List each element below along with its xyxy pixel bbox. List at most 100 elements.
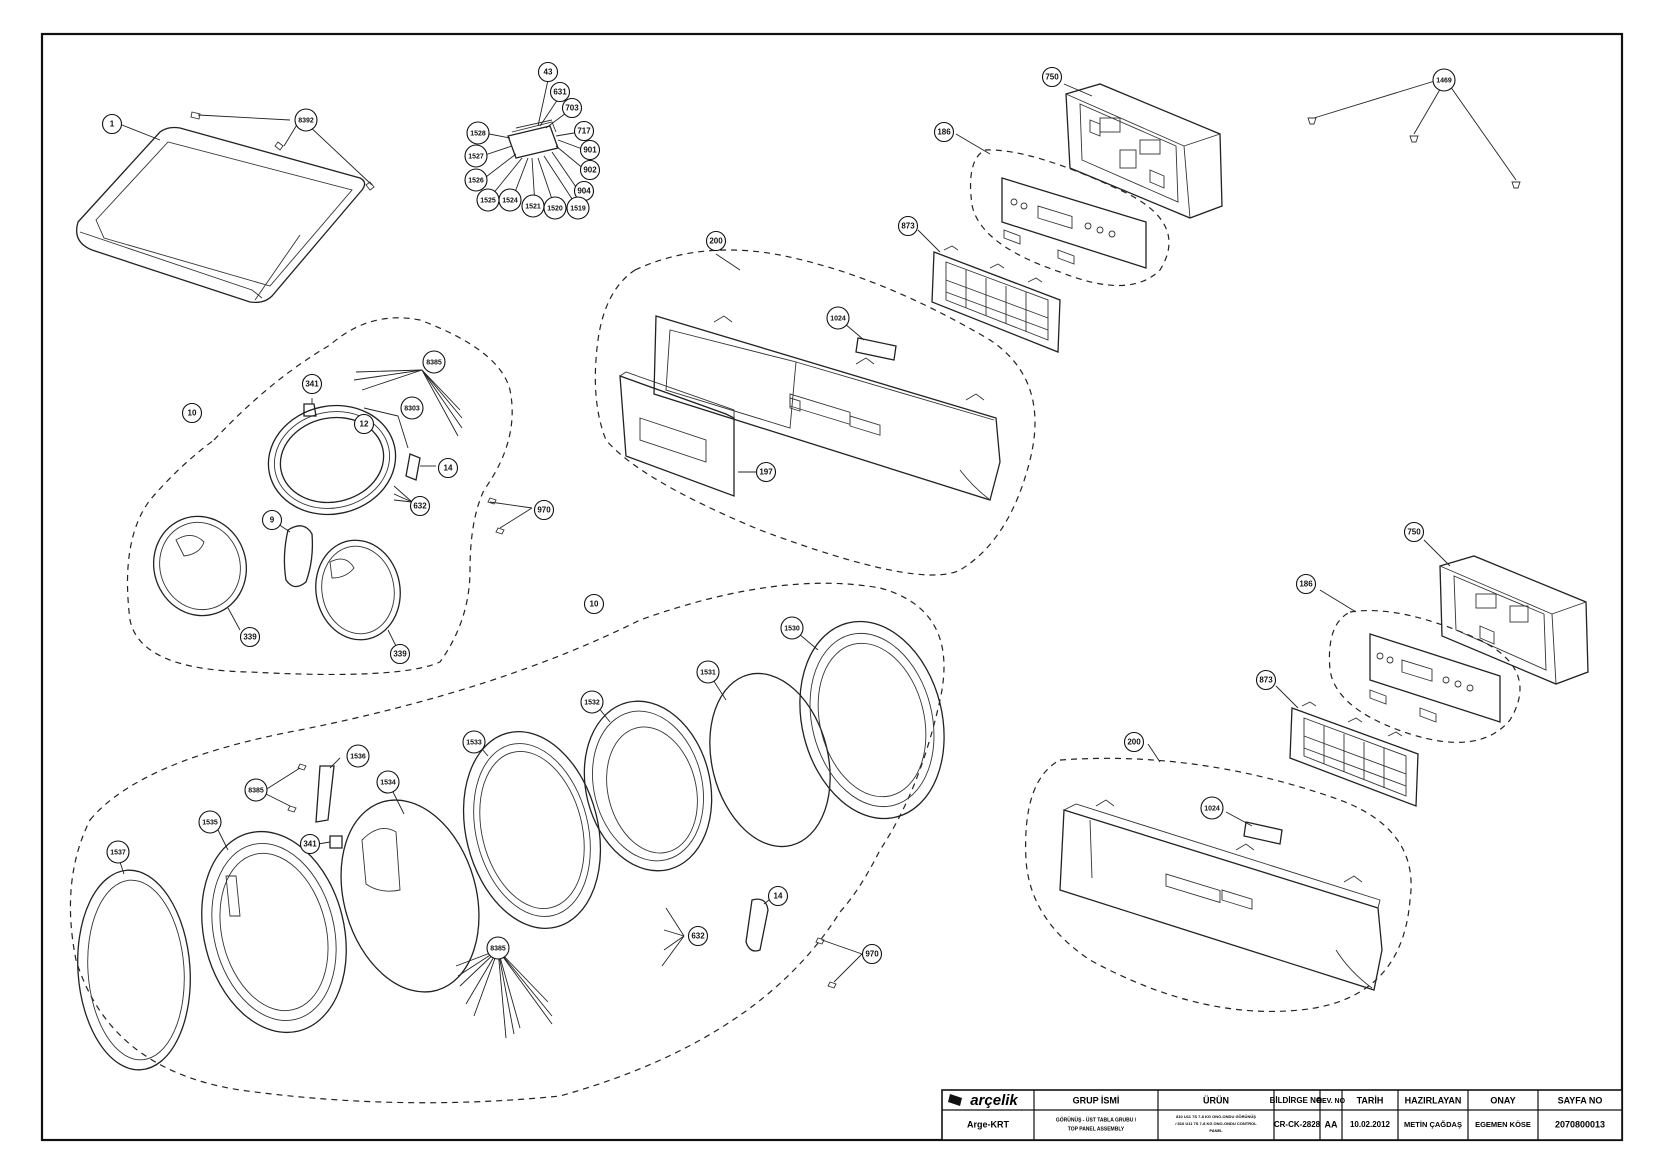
callout-circle <box>376 770 400 794</box>
value-date: 10.02.2012 <box>1350 1120 1391 1129</box>
callout-label: 632 <box>691 932 705 941</box>
callout-label: 904 <box>577 187 591 196</box>
pcb-board-186-upper <box>1001 177 1147 269</box>
callout-label: 1024 <box>830 315 846 322</box>
control-panel-housing-200-upper <box>653 315 1001 501</box>
value-page: 2070800013 <box>1555 1119 1605 1129</box>
callout-1535: 1535 <box>198 810 222 834</box>
callout-circle <box>422 350 446 374</box>
callout-circle <box>346 744 370 768</box>
drawing-border <box>40 32 1624 1142</box>
callout-circle <box>566 196 590 220</box>
callout-9: 9 <box>261 509 283 531</box>
door-inner-ring-339b <box>315 539 401 641</box>
pcb-group-outline-lower <box>1328 609 1521 743</box>
callout-label: 873 <box>1259 676 1273 685</box>
callout-1524: 1524 <box>498 188 522 212</box>
screw-8392 <box>190 111 375 191</box>
callout-label: 1536 <box>350 753 366 760</box>
callout-14: 14 <box>767 885 789 907</box>
value-approved: EGEMEN KÖSE <box>1475 1120 1531 1129</box>
door-frame-1535 <box>201 830 347 1034</box>
callout-703: 703 <box>561 97 583 119</box>
callout-circle <box>687 925 709 947</box>
callout-label: 1535 <box>202 819 218 826</box>
callout-label: 631 <box>553 88 567 97</box>
callout-1525: 1525 <box>476 188 500 212</box>
callout-circle <box>294 108 318 132</box>
callout-circle <box>580 690 604 714</box>
callout-circle <box>409 495 431 517</box>
callout-8385: 8385 <box>244 778 268 802</box>
title-block: arçelik GRUP İSMİ ÜRÜN BİLDİRGE NO. REV.… <box>941 1089 1623 1141</box>
callout-1024: 1024 <box>1200 796 1224 820</box>
callout-circle <box>244 778 268 802</box>
callout-circle <box>476 188 500 212</box>
callout-label: 341 <box>305 380 319 389</box>
callout-197: 197 <box>755 461 777 483</box>
callout-label: 750 <box>1045 73 1059 82</box>
callout-label: 341 <box>303 840 317 849</box>
callout-631: 631 <box>549 81 571 103</box>
screw-970-lower <box>815 937 837 989</box>
callout-label: 717 <box>577 127 591 136</box>
callout-label: 632 <box>413 502 427 511</box>
value-group-line2: TOP PANEL ASSEMBLY <box>1068 1126 1125 1132</box>
callout-200: 200 <box>705 230 727 252</box>
callout-label: 1024 <box>1204 805 1220 812</box>
callout-circle <box>767 885 789 907</box>
callout-circle <box>466 121 490 145</box>
callout-label: 1525 <box>480 197 496 204</box>
callout-label: 186 <box>937 128 951 137</box>
callout-label: 14 <box>774 892 783 901</box>
callout-circle <box>464 168 488 192</box>
callout-label: 8385 <box>426 359 442 366</box>
callout-717: 717 <box>573 120 595 142</box>
callout-label: 1521 <box>525 203 541 210</box>
callout-902: 902 <box>579 159 601 181</box>
header-product: ÜRÜN <box>1203 1095 1229 1105</box>
door-inner-ring-339a <box>152 515 248 617</box>
header-rev: REV. NO <box>1317 1098 1346 1105</box>
callout-circle <box>933 121 955 143</box>
callout-label: 1519 <box>570 205 586 212</box>
door-latch-14-lower <box>745 898 769 952</box>
callout-circle <box>1200 796 1224 820</box>
callout-873: 873 <box>1255 669 1277 691</box>
screw-1469 <box>1307 117 1521 189</box>
door-outer-ring-12 <box>267 404 397 516</box>
callout-circle <box>826 306 850 330</box>
screw-970-upper <box>487 497 505 535</box>
header-notice: BİLDİRGE NO. <box>1270 1096 1325 1105</box>
door-handle-1536 <box>315 765 335 823</box>
callout-873: 873 <box>897 215 919 237</box>
callout-circle <box>755 461 777 483</box>
value-group-line1: GÖRÜNÜŞ - ÜST TABLA GRUBU / <box>1056 1116 1137 1123</box>
callout-circle <box>101 113 123 135</box>
callout-186: 186 <box>1295 573 1317 595</box>
callout-circle <box>462 730 486 754</box>
callout-circle <box>579 159 601 181</box>
callout-970: 970 <box>861 943 883 965</box>
callout-circle <box>261 509 283 531</box>
callout-label: 901 <box>583 146 597 155</box>
display-window-1024-lower <box>1243 821 1283 845</box>
callout-1521: 1521 <box>521 194 545 218</box>
callout-circle <box>239 626 261 648</box>
callout-circle <box>400 396 424 420</box>
callout-label: 197 <box>759 468 773 477</box>
callout-label: 1531 <box>700 669 716 676</box>
callout-label: 14 <box>444 464 453 473</box>
display-frame-750-upper <box>1065 83 1223 219</box>
callout-632: 632 <box>409 495 431 517</box>
callout-1469: 1469 <box>1432 68 1456 92</box>
callout-750: 750 <box>1041 66 1063 88</box>
header-date: TARİH <box>1357 1095 1384 1105</box>
callout-circle <box>353 413 375 435</box>
callout-circle <box>486 936 510 960</box>
callout-1534: 1534 <box>376 770 400 794</box>
callout-10: 10 <box>181 402 203 424</box>
callout-circle <box>549 81 571 103</box>
callout-1530: 1530 <box>780 616 804 640</box>
pcb-group-outline-upper <box>969 149 1170 287</box>
